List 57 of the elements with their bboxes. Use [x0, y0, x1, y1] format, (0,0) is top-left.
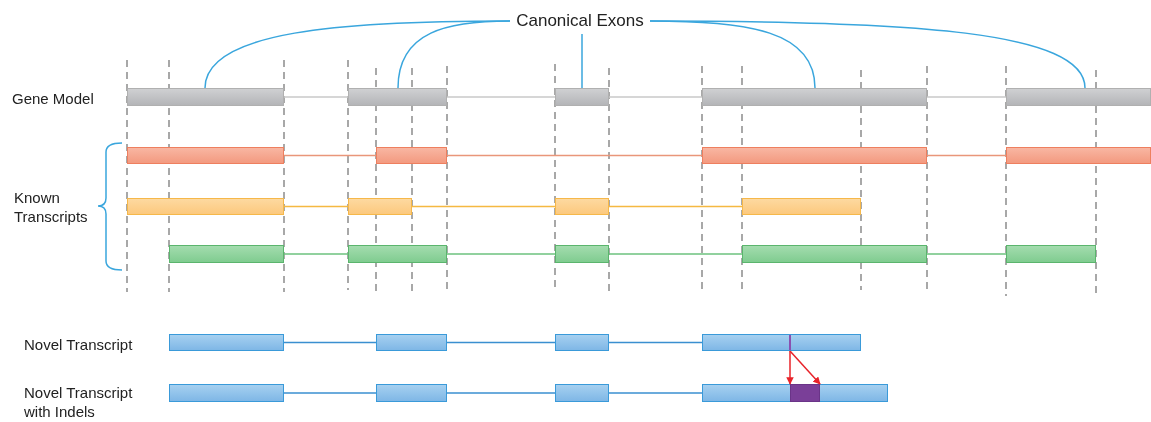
intron-line	[283, 205, 349, 208]
callout-label: Canonical Exons	[512, 8, 648, 34]
exon-bar	[376, 384, 447, 402]
arrow	[789, 350, 821, 385]
exon-bar	[1006, 147, 1151, 164]
exon-bar	[348, 88, 447, 106]
intron-line	[283, 96, 349, 98]
intron-line	[446, 392, 556, 394]
exon-bar	[702, 147, 927, 164]
insertion-block	[790, 384, 820, 402]
exon-bar	[555, 384, 609, 402]
intron-line	[608, 96, 703, 98]
exon-bar	[702, 384, 888, 402]
exon-bar	[169, 245, 284, 263]
intron-line	[608, 253, 743, 255]
intron-line	[926, 253, 1007, 255]
row-label: Novel Transcript	[24, 335, 134, 354]
intron-line	[926, 154, 1007, 157]
row-label: Gene Model	[12, 89, 95, 108]
exon-bar	[555, 334, 609, 351]
intron-line	[608, 392, 703, 394]
exon-bar	[169, 384, 284, 402]
intron-line	[446, 154, 703, 157]
exon-bar	[376, 147, 447, 164]
row-label: Novel Transcript with Indels	[24, 383, 134, 421]
exon-bar	[1006, 245, 1096, 263]
exon-bar	[127, 147, 284, 164]
intron-line	[283, 253, 349, 255]
row-label: Known Transcripts	[14, 188, 89, 226]
intron-line	[926, 96, 1007, 98]
exon-bar	[555, 245, 609, 263]
leader-line	[397, 20, 511, 89]
intron-line	[446, 253, 556, 255]
intron-line	[608, 205, 743, 208]
exon-bar	[702, 88, 927, 106]
intron-line	[608, 341, 703, 344]
exon-bar	[127, 198, 284, 215]
exon-bar	[742, 198, 861, 215]
exon-bar	[376, 334, 447, 351]
leader-line	[649, 20, 1086, 89]
exon-bar	[702, 334, 861, 351]
exon-bar	[169, 334, 284, 351]
leader-line	[581, 33, 583, 89]
exon-bar	[555, 88, 609, 106]
exon-bar	[555, 198, 609, 215]
exon-bar	[1006, 88, 1151, 106]
arrow	[786, 350, 794, 385]
exon-bar	[127, 88, 284, 106]
intron-line	[446, 96, 556, 98]
exon-bar	[742, 245, 927, 263]
intron-line	[411, 205, 556, 208]
exon-bar	[348, 245, 447, 263]
intron-line	[283, 154, 377, 157]
intron-line	[446, 341, 556, 344]
intron-line	[283, 341, 377, 344]
intron-line	[283, 392, 377, 394]
exon-bar	[348, 198, 412, 215]
